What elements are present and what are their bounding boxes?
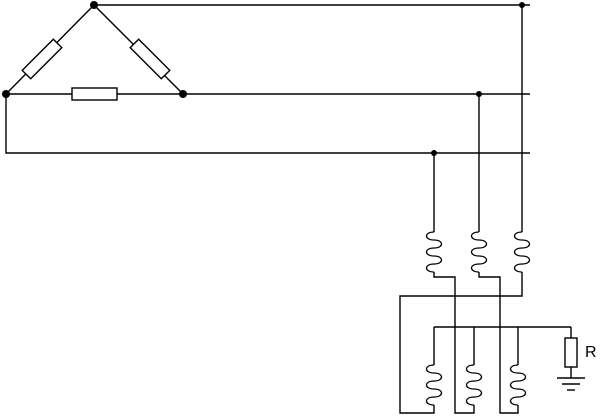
secondary-coil-3 — [509, 364, 527, 406]
primary-outputs — [399, 272, 523, 414]
bus-lines — [5, 4, 530, 154]
primary-coil-1 — [425, 231, 443, 273]
primary-out-2 — [478, 272, 519, 414]
primary-coil-3 — [513, 231, 531, 273]
delta-right-node — [179, 90, 187, 98]
feed-node-2 — [476, 91, 482, 97]
delta-right-resistor — [129, 38, 171, 80]
primary-coils — [425, 231, 531, 273]
delta-network — [5, 4, 184, 101]
ground-symbol — [557, 377, 585, 391]
ground-resistor — [564, 337, 578, 368]
feed-node-3 — [519, 2, 525, 8]
delta-left-node — [2, 90, 10, 98]
primary-out-1 — [433, 272, 475, 414]
secondary-coils — [425, 364, 527, 406]
secondary-coil-1 — [425, 364, 443, 406]
delta-top-node — [90, 1, 98, 9]
secondary-coil-2 — [465, 364, 483, 406]
secondary-common: R — [433, 326, 597, 391]
feed-node-1 — [431, 150, 437, 156]
primary-feeds — [433, 5, 523, 232]
junction-nodes — [2, 1, 525, 156]
delta-left-resistor — [21, 38, 63, 80]
delta-bottom-resistor — [71, 87, 118, 101]
primary-coil-2 — [470, 231, 488, 273]
primary-out-3 — [399, 272, 523, 414]
ground-resistor-label: R — [585, 344, 597, 361]
bus-line-bottom — [5, 94, 530, 154]
